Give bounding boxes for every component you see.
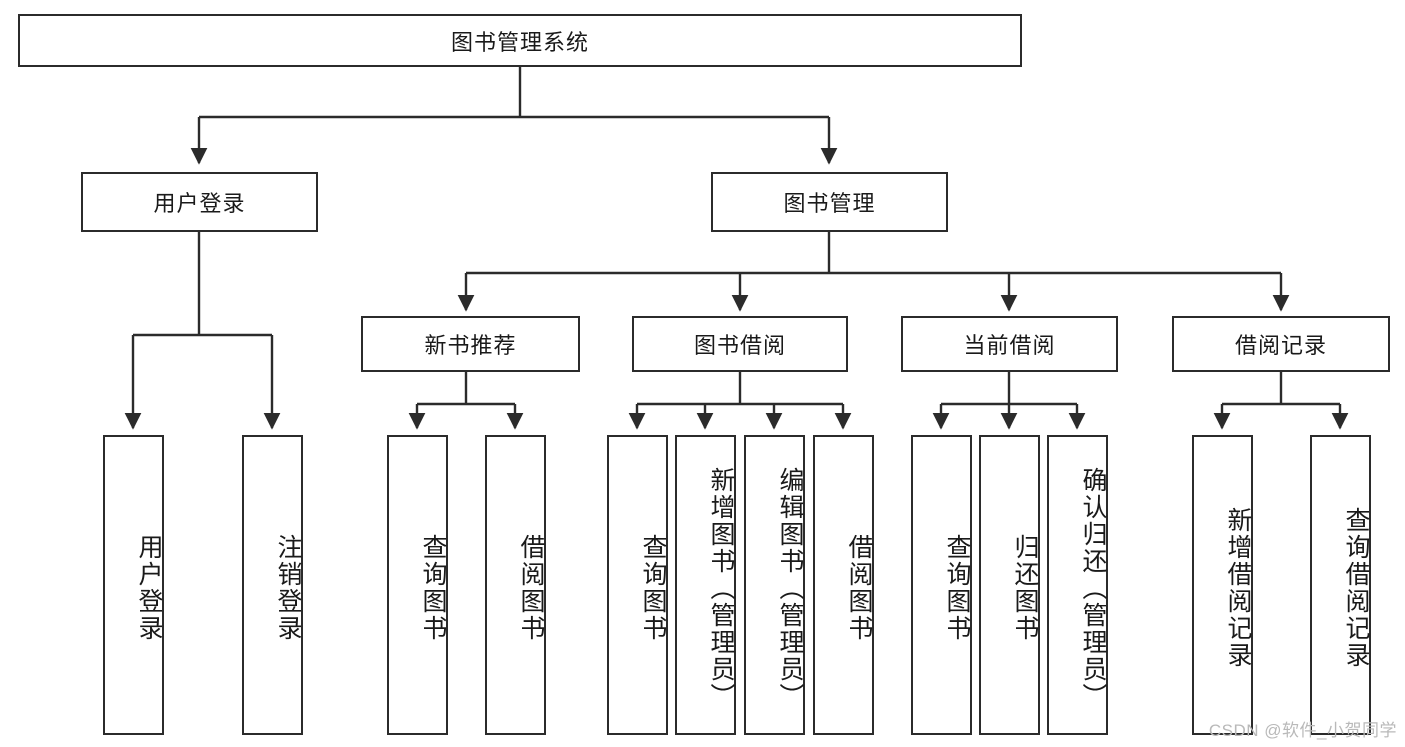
node-new-book-rec[interactable]: 新书推荐 bbox=[361, 316, 580, 372]
node-leaf-borrow-book-1-label: 借阅图书 bbox=[517, 534, 545, 642]
node-user-login-label: 用户登录 bbox=[153, 191, 246, 216]
node-leaf-query-book-2[interactable]: 查询图书 bbox=[607, 435, 668, 735]
node-leaf-add-book[interactable]: 新增图书（管理员） bbox=[675, 435, 736, 735]
node-leaf-edit-book[interactable]: 编辑图书（管理员） bbox=[744, 435, 805, 735]
node-leaf-query-book-2-label: 查询图书 bbox=[639, 534, 667, 642]
node-current-borrow[interactable]: 当前借阅 bbox=[901, 316, 1118, 372]
node-leaf-borrow-book-2[interactable]: 借阅图书 bbox=[813, 435, 874, 735]
node-leaf-query-record-label: 查询借阅记录 bbox=[1342, 507, 1370, 669]
node-book-manage[interactable]: 图书管理 bbox=[711, 172, 948, 232]
node-root-label: 图书管理系统 bbox=[450, 29, 589, 55]
node-borrow-record[interactable]: 借阅记录 bbox=[1172, 316, 1390, 372]
node-leaf-query-record[interactable]: 查询借阅记录 bbox=[1310, 435, 1371, 735]
node-book-manage-label: 图书管理 bbox=[783, 191, 876, 216]
node-leaf-query-book-1-label: 查询图书 bbox=[419, 534, 447, 642]
node-leaf-query-book-3-label: 查询图书 bbox=[943, 534, 971, 642]
node-current-borrow-label: 当前借阅 bbox=[963, 333, 1056, 358]
node-leaf-user-login-label: 用户登录 bbox=[135, 534, 163, 642]
node-root[interactable]: 图书管理系统 bbox=[18, 14, 1022, 67]
node-leaf-add-record-label: 新增借阅记录 bbox=[1224, 507, 1252, 669]
node-book-borrow-label: 图书借阅 bbox=[693, 333, 786, 358]
node-book-borrow[interactable]: 图书借阅 bbox=[632, 316, 848, 372]
node-borrow-record-label: 借阅记录 bbox=[1234, 333, 1327, 358]
node-leaf-user-login[interactable]: 用户登录 bbox=[103, 435, 164, 735]
node-leaf-borrow-book-2-label: 借阅图书 bbox=[845, 534, 873, 642]
watermark: CSDN @软件_小贺同学 bbox=[1208, 721, 1397, 740]
node-leaf-add-record[interactable]: 新增借阅记录 bbox=[1192, 435, 1253, 735]
node-leaf-confirm-return-label: 确认归还（管理员） bbox=[1079, 466, 1107, 710]
node-user-login[interactable]: 用户登录 bbox=[81, 172, 318, 232]
node-leaf-add-book-label: 新增图书（管理员） bbox=[707, 466, 735, 710]
node-leaf-borrow-book-1[interactable]: 借阅图书 bbox=[485, 435, 546, 735]
node-leaf-query-book-3[interactable]: 查询图书 bbox=[911, 435, 972, 735]
node-leaf-logout-label: 注销登录 bbox=[274, 534, 302, 642]
node-leaf-query-book-1[interactable]: 查询图书 bbox=[387, 435, 448, 735]
node-leaf-return-book-label: 归还图书 bbox=[1011, 534, 1039, 642]
node-leaf-confirm-return[interactable]: 确认归还（管理员） bbox=[1047, 435, 1108, 735]
node-leaf-return-book[interactable]: 归还图书 bbox=[979, 435, 1040, 735]
node-leaf-logout[interactable]: 注销登录 bbox=[242, 435, 303, 735]
node-leaf-edit-book-label: 编辑图书（管理员） bbox=[776, 466, 804, 710]
node-new-book-rec-label: 新书推荐 bbox=[424, 333, 517, 358]
